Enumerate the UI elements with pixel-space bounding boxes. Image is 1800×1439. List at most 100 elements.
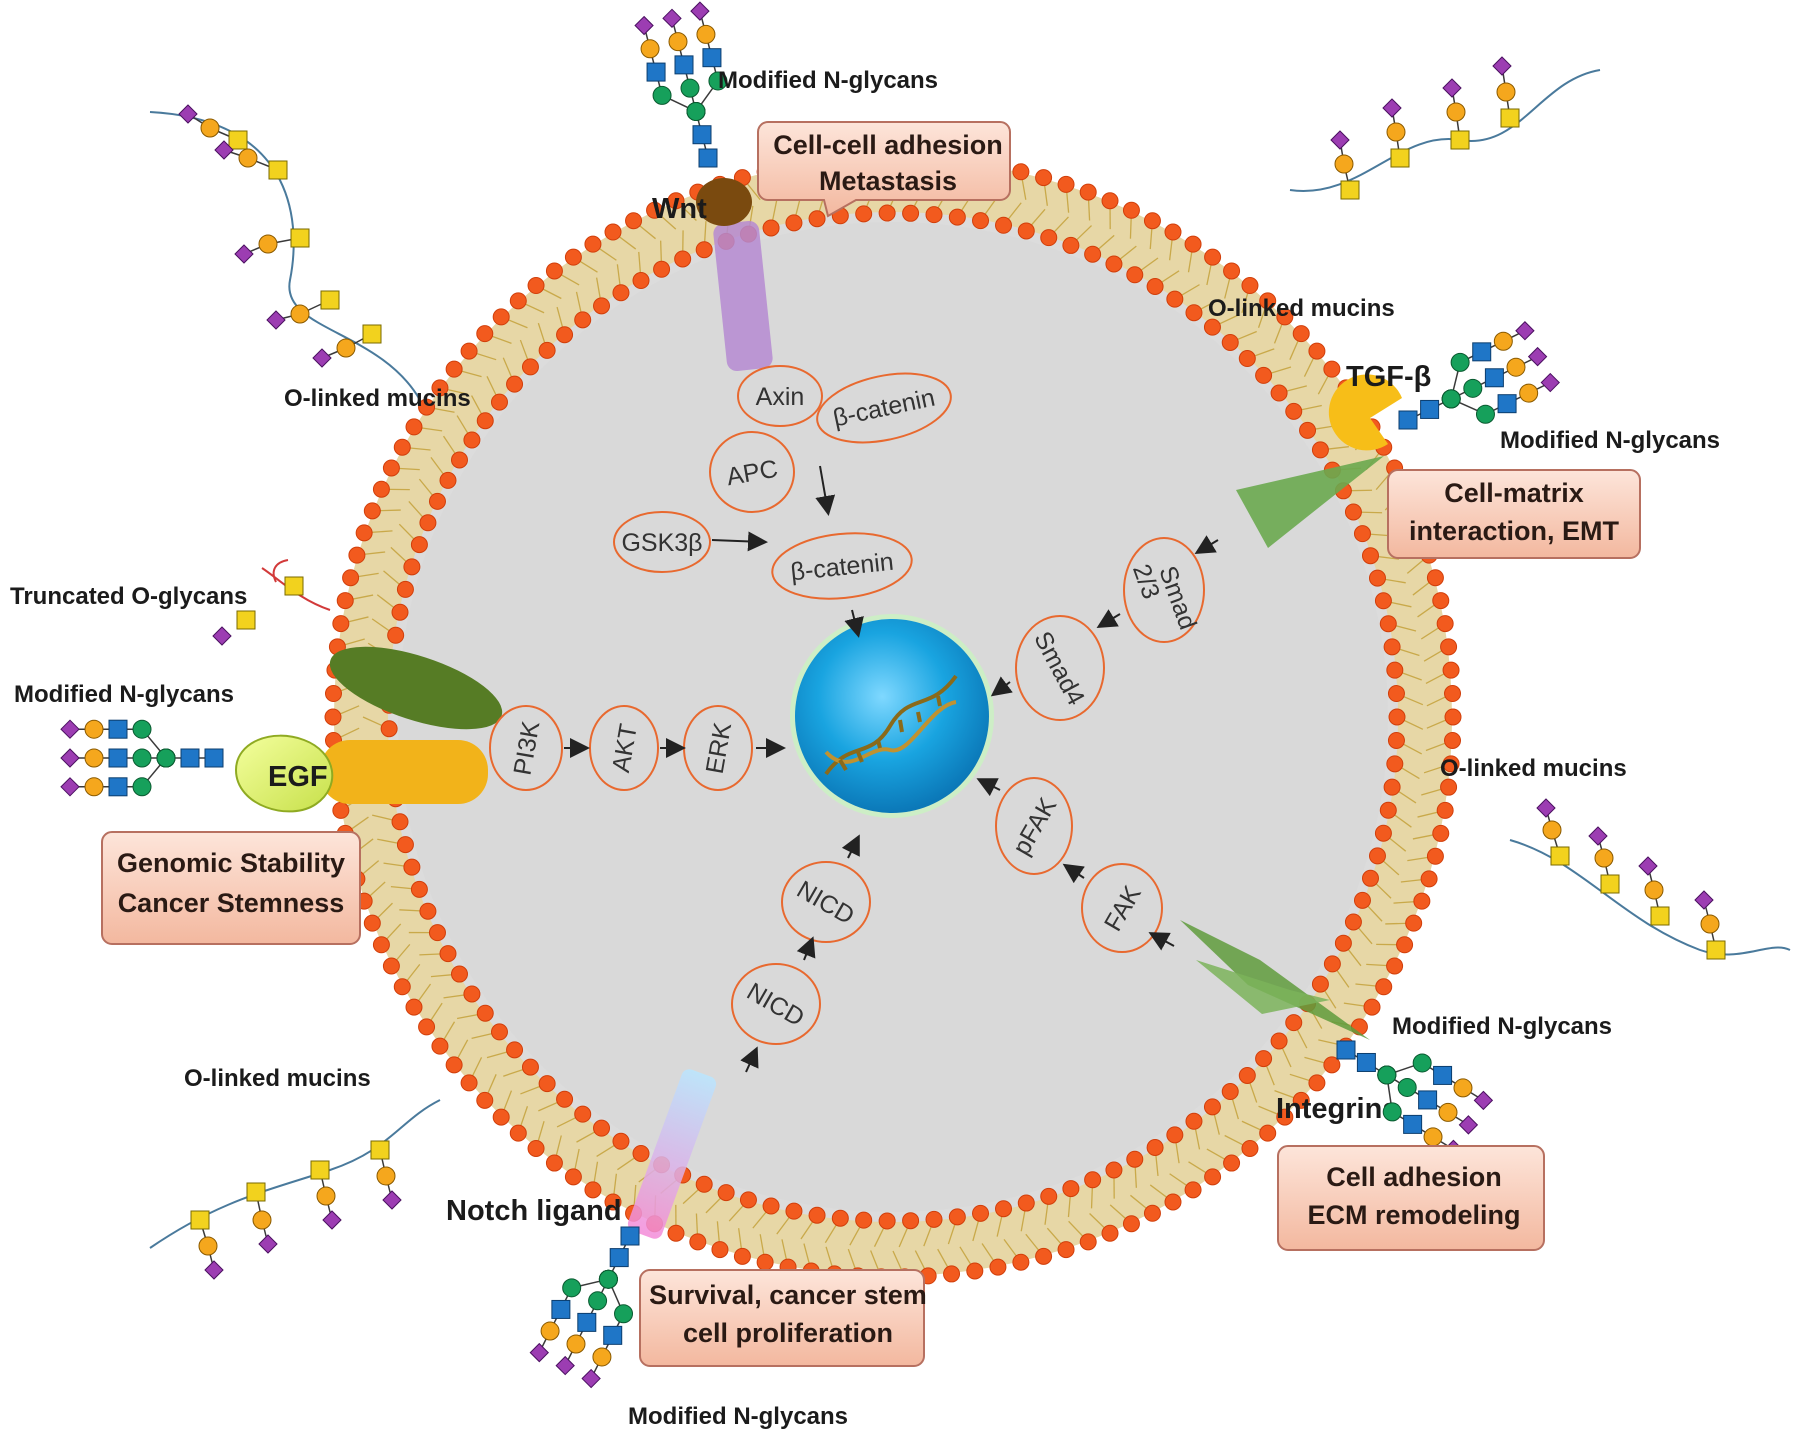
glycan xyxy=(1588,826,1620,894)
lipid-head xyxy=(1105,255,1123,273)
lipid-head xyxy=(1079,1233,1097,1251)
lipid-head xyxy=(490,1023,508,1041)
lipid-head xyxy=(1386,755,1404,773)
lipid-head xyxy=(545,1154,563,1172)
lipid-head xyxy=(1040,229,1058,247)
lipid-head xyxy=(1444,708,1462,726)
galactose-icon xyxy=(1386,122,1406,142)
lipid-head xyxy=(445,360,463,378)
glcnac-icon xyxy=(702,48,722,68)
lipid-head xyxy=(1101,1224,1119,1242)
sialic-acid-icon xyxy=(178,104,198,124)
glycan xyxy=(1442,78,1470,150)
lipid-head xyxy=(1057,1241,1075,1259)
lipid-head xyxy=(538,341,556,359)
mannose-icon xyxy=(708,71,728,91)
lipid-head xyxy=(393,978,411,996)
lipid-head xyxy=(403,858,421,876)
glcnac-icon xyxy=(108,777,128,797)
glycan xyxy=(1330,130,1360,200)
lipid-head xyxy=(1334,934,1352,952)
galnac-icon xyxy=(190,1210,210,1230)
lipid-head xyxy=(355,524,373,542)
glcnac-icon xyxy=(1403,1114,1423,1134)
n-glycan xyxy=(634,1,728,168)
lipid-head xyxy=(612,1132,630,1150)
sialic-acid-icon xyxy=(60,777,80,797)
glcnac-icon xyxy=(674,55,694,75)
dna-helix-icon xyxy=(824,674,958,776)
lipid-head xyxy=(1143,212,1161,230)
lipid-head xyxy=(545,262,563,280)
lipid-head xyxy=(1323,360,1341,378)
glcnac-icon xyxy=(1420,399,1440,419)
lipid-head xyxy=(1436,615,1454,633)
galactose-icon xyxy=(640,39,660,59)
lipid-head xyxy=(756,1253,774,1271)
o-linked-mucin xyxy=(149,104,421,401)
lipid-head xyxy=(1432,824,1450,842)
lipid-head xyxy=(1166,1126,1184,1144)
svg-text:Cell adhesion: Cell adhesion xyxy=(1326,1162,1502,1192)
sialic-acid-icon xyxy=(1515,321,1535,341)
mannose-icon xyxy=(132,748,152,768)
lipid-head xyxy=(1323,955,1341,973)
lipid-head xyxy=(1444,731,1462,749)
sialic-acid-icon xyxy=(662,8,682,29)
lipid-head xyxy=(739,1191,757,1209)
mannose-icon xyxy=(1377,1065,1397,1085)
glcnac-icon xyxy=(646,62,666,82)
galactose-icon xyxy=(1594,848,1614,868)
lipid-head xyxy=(1185,304,1203,322)
lipid-head xyxy=(1084,1171,1102,1189)
lipid-head xyxy=(653,260,671,278)
galactose-icon xyxy=(592,1347,612,1367)
sialic-acid-icon xyxy=(1442,78,1462,98)
glycan xyxy=(190,1210,224,1280)
lipid-head xyxy=(1204,1168,1222,1186)
lipid-head xyxy=(1440,778,1458,796)
lipid-head xyxy=(1379,801,1397,819)
glcnac-icon xyxy=(108,748,128,768)
lipid-head xyxy=(445,1056,463,1074)
mannose-icon xyxy=(1475,404,1495,424)
lipid-head xyxy=(336,592,354,610)
lipid-head xyxy=(878,204,896,222)
lipid-head xyxy=(463,985,481,1003)
lipid-head xyxy=(695,1175,713,1193)
lipid-head xyxy=(492,308,510,326)
lipid-head xyxy=(372,936,390,954)
lipid-head xyxy=(460,342,478,360)
glcnac-icon xyxy=(1433,1065,1453,1085)
sialic-acid-icon xyxy=(60,719,80,739)
lipid-head xyxy=(733,1247,751,1265)
lipid-head xyxy=(509,1124,527,1142)
galactose-icon xyxy=(258,234,278,254)
galnac-icon xyxy=(284,576,304,596)
galactose-icon xyxy=(696,24,716,44)
sialic-acid-icon xyxy=(1382,98,1402,118)
glycan xyxy=(370,1140,402,1210)
lipid-head xyxy=(1122,201,1140,219)
lipid-head xyxy=(431,1037,449,1055)
n-glycans-label-integrin: Modified N-glycans xyxy=(1392,1013,1612,1040)
lipid-head xyxy=(403,558,421,576)
galactose-icon xyxy=(540,1321,560,1341)
lipid-head xyxy=(902,1212,920,1230)
glcnac-icon xyxy=(603,1325,623,1345)
glycan xyxy=(1694,890,1726,960)
sialic-acid-icon xyxy=(1492,56,1512,76)
galactose-icon xyxy=(290,304,310,324)
mucin-backbone xyxy=(149,111,421,401)
glycan xyxy=(178,104,248,150)
lipid-head xyxy=(1440,638,1458,656)
mannose-icon xyxy=(1382,1102,1402,1122)
lipid-head xyxy=(439,471,457,489)
lipid-head xyxy=(1062,1180,1080,1198)
galactose-icon xyxy=(1496,82,1516,102)
node-gsk3b: GSK3β xyxy=(613,511,711,573)
mannose-icon xyxy=(562,1278,582,1298)
galactose-icon xyxy=(1493,331,1513,351)
svg-text:GSK3β: GSK3β xyxy=(621,529,702,557)
